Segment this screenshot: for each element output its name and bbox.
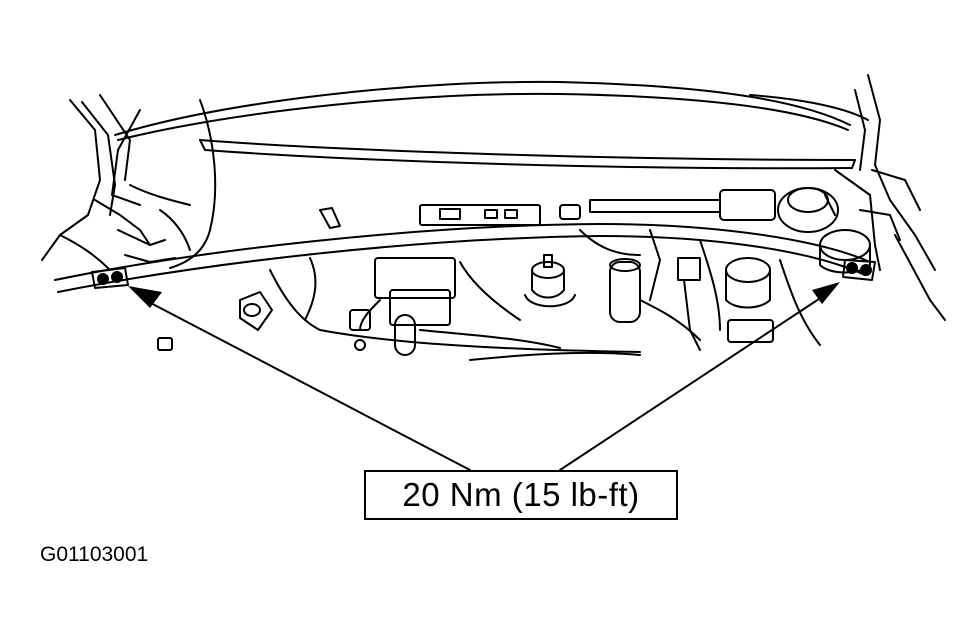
right-fender xyxy=(749,74,946,321)
arrow-heads xyxy=(128,282,840,308)
left-brace-mount xyxy=(91,267,129,289)
left-arrow-icon xyxy=(128,286,162,308)
engine-components xyxy=(157,199,821,361)
strut-tower-brace xyxy=(54,99,871,293)
torque-spec-text: 20 Nm (15 lb-ft) xyxy=(402,476,640,513)
leader-lines xyxy=(144,294,826,471)
figure-id: G01103001 xyxy=(40,543,149,566)
fluid-reservoirs xyxy=(719,187,871,343)
torque-spec-callout: 20 Nm (15 lb-ft) xyxy=(364,470,678,520)
right-arrow-icon xyxy=(812,282,840,304)
left-fender xyxy=(41,94,191,271)
hood-outline xyxy=(114,80,856,170)
